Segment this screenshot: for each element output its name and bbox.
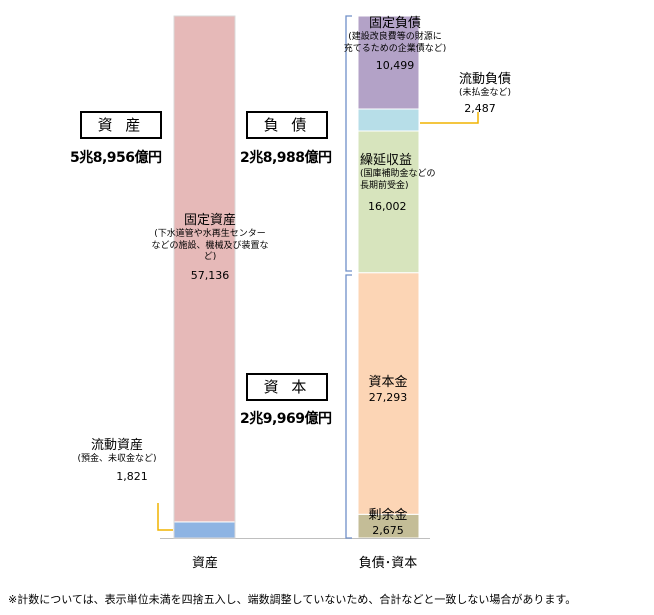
fixed-liabilities-note: (建設改良費等の財源に 充てるための企業債など) <box>343 32 447 54</box>
deferred-revenue-value: 16,002 <box>368 199 407 213</box>
bar-segment-fixed-liabilities <box>357 15 420 110</box>
current-liabilities-leader-line <box>420 112 479 124</box>
surplus-name: 剰余金 <box>368 508 408 523</box>
current-liabilities-note: (未払金など) <box>458 88 512 99</box>
segment-label-fixed-liabilities: 固定負債 (建設改良費等の財源に 充てるための企業債など) 10,499 <box>340 16 450 73</box>
bar-segment-current-liabilities <box>357 108 420 132</box>
fixed-assets-note: (下水道管や水再生センター などの施設、機械及び装置など) <box>151 229 269 262</box>
capital-stock-name: 資本金 <box>368 375 408 390</box>
liabilities-group-label: 負 債 <box>263 116 311 134</box>
footnote: ※計数については、表示単位未満を四捨五入し、端数調整していないため、合計などと一… <box>8 593 577 606</box>
bar-segment-current-assets <box>173 521 236 539</box>
segment-label-surplus: 剰余金 2,675 <box>357 508 419 538</box>
bar-segment-fixed-assets <box>173 15 236 523</box>
surplus-value: 2,675 <box>372 524 404 538</box>
fixed-liabilities-value: 10,499 <box>375 58 415 72</box>
segment-label-capital-stock: 資本金 27,293 <box>357 375 419 405</box>
liabilities-total: 2兆8,988億円 <box>240 150 332 166</box>
capital-group-box: 資 本 <box>246 373 328 401</box>
assets-total: 5兆8,956億円 <box>70 150 162 166</box>
assets-group-label: 資 産 <box>97 116 145 134</box>
category-label-liabilities-capital: 負債･資本 <box>358 556 418 571</box>
current-assets-name: 流動資産 <box>90 438 143 453</box>
category-label-assets: 資産 <box>191 556 218 571</box>
segment-label-deferred-revenue: 繰延収益 (国庫補助金などの 長期前受金) 16,002 <box>358 153 448 214</box>
fixed-assets-name: 固定資産 <box>183 213 236 228</box>
current-liabilities-value: 2,487 <box>464 101 496 115</box>
fixed-liabilities-name: 固定負債 <box>368 16 421 31</box>
liabilities-bracket <box>345 15 352 272</box>
capital-group-label: 資 本 <box>263 378 311 396</box>
capital-total: 2兆9,969億円 <box>240 411 332 427</box>
segment-label-current-assets: 流動資産 (預金、未収金など) 1,821 <box>62 438 172 483</box>
capital-stock-value: 27,293 <box>368 391 408 405</box>
current-assets-value: 1,821 <box>116 469 148 483</box>
segment-label-fixed-assets: 固定資産 (下水道管や水再生センター などの施設、機械及び装置など) 57,13… <box>150 213 270 283</box>
deferred-revenue-name: 繰延収益 <box>360 153 413 168</box>
deferred-revenue-note: (国庫補助金などの 長期前受金) <box>360 169 436 191</box>
assets-column-outline <box>173 15 236 539</box>
fixed-assets-value: 57,136 <box>190 269 230 282</box>
current-assets-leader-line <box>157 503 173 531</box>
capital-bracket <box>345 274 352 539</box>
assets-group-box: 資 産 <box>80 111 162 139</box>
current-assets-note: (預金、未収金など) <box>77 454 157 465</box>
current-liabilities-name: 流動負債 <box>458 72 511 87</box>
bar-segment-deferred-revenue <box>357 130 420 274</box>
liabilities-group-box: 負 債 <box>246 111 328 139</box>
segment-label-current-liabilities: 流動負債 (未払金など) 2,487 <box>440 72 530 115</box>
